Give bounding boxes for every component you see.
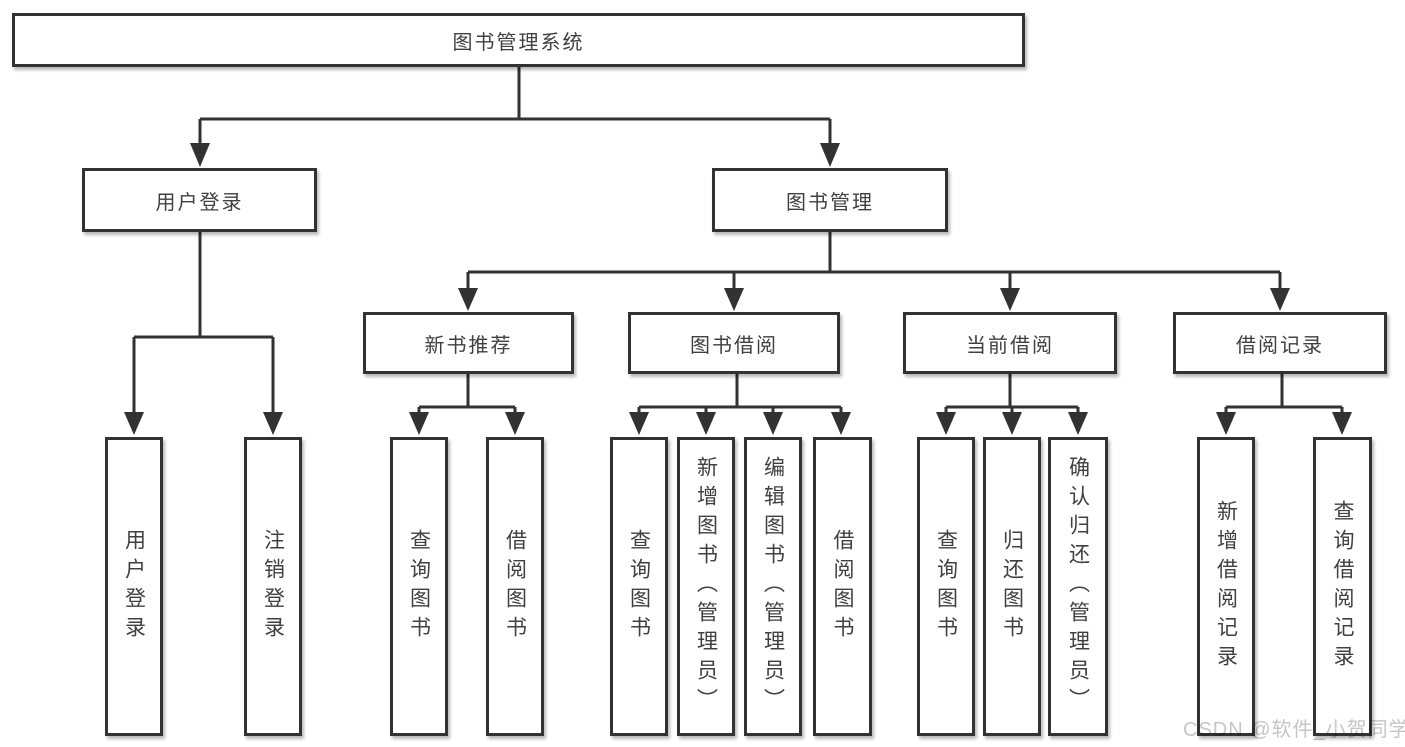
leaf-logout: 注销登录: [244, 437, 302, 736]
arrowheads: [124, 143, 1352, 435]
leaf-borrowing-edit-book-admin: 编辑图书（管理员）: [744, 437, 802, 736]
leaf-borrowing-borrow-book: 借阅图书: [813, 437, 872, 736]
node-book-borrowing: 图书借阅: [628, 312, 840, 374]
leaf-borrowing-add-book-admin: 新增图书（管理员）: [677, 437, 735, 736]
node-book-management: 图书管理: [712, 168, 948, 232]
node-new-book-recommendation: 新书推荐: [363, 312, 574, 374]
leaf-borrowing-query-book: 查询图书: [610, 437, 668, 736]
leaf-records-add-borrow-record: 新增借阅记录: [1197, 437, 1255, 736]
leaf-records-query-borrow-record: 查询借阅记录: [1313, 437, 1372, 736]
leaf-recommend-borrow-book: 借阅图书: [486, 437, 544, 736]
leaf-current-query-book: 查询图书: [917, 437, 975, 736]
watermark: CSDN @软件_小贺同学: [1183, 719, 1405, 741]
node-user-login: 用户登录: [82, 168, 317, 232]
node-root: 图书管理系统: [12, 13, 1025, 67]
leaf-current-confirm-return-admin: 确认归还（管理员）: [1048, 437, 1108, 736]
node-borrowing-records: 借阅记录: [1173, 312, 1387, 374]
leaf-recommend-query-book: 查询图书: [390, 437, 448, 736]
node-current-borrowing: 当前借阅: [903, 312, 1117, 374]
leaf-current-return-book: 归还图书: [983, 437, 1041, 736]
leaf-user-login: 用户登录: [105, 437, 163, 736]
